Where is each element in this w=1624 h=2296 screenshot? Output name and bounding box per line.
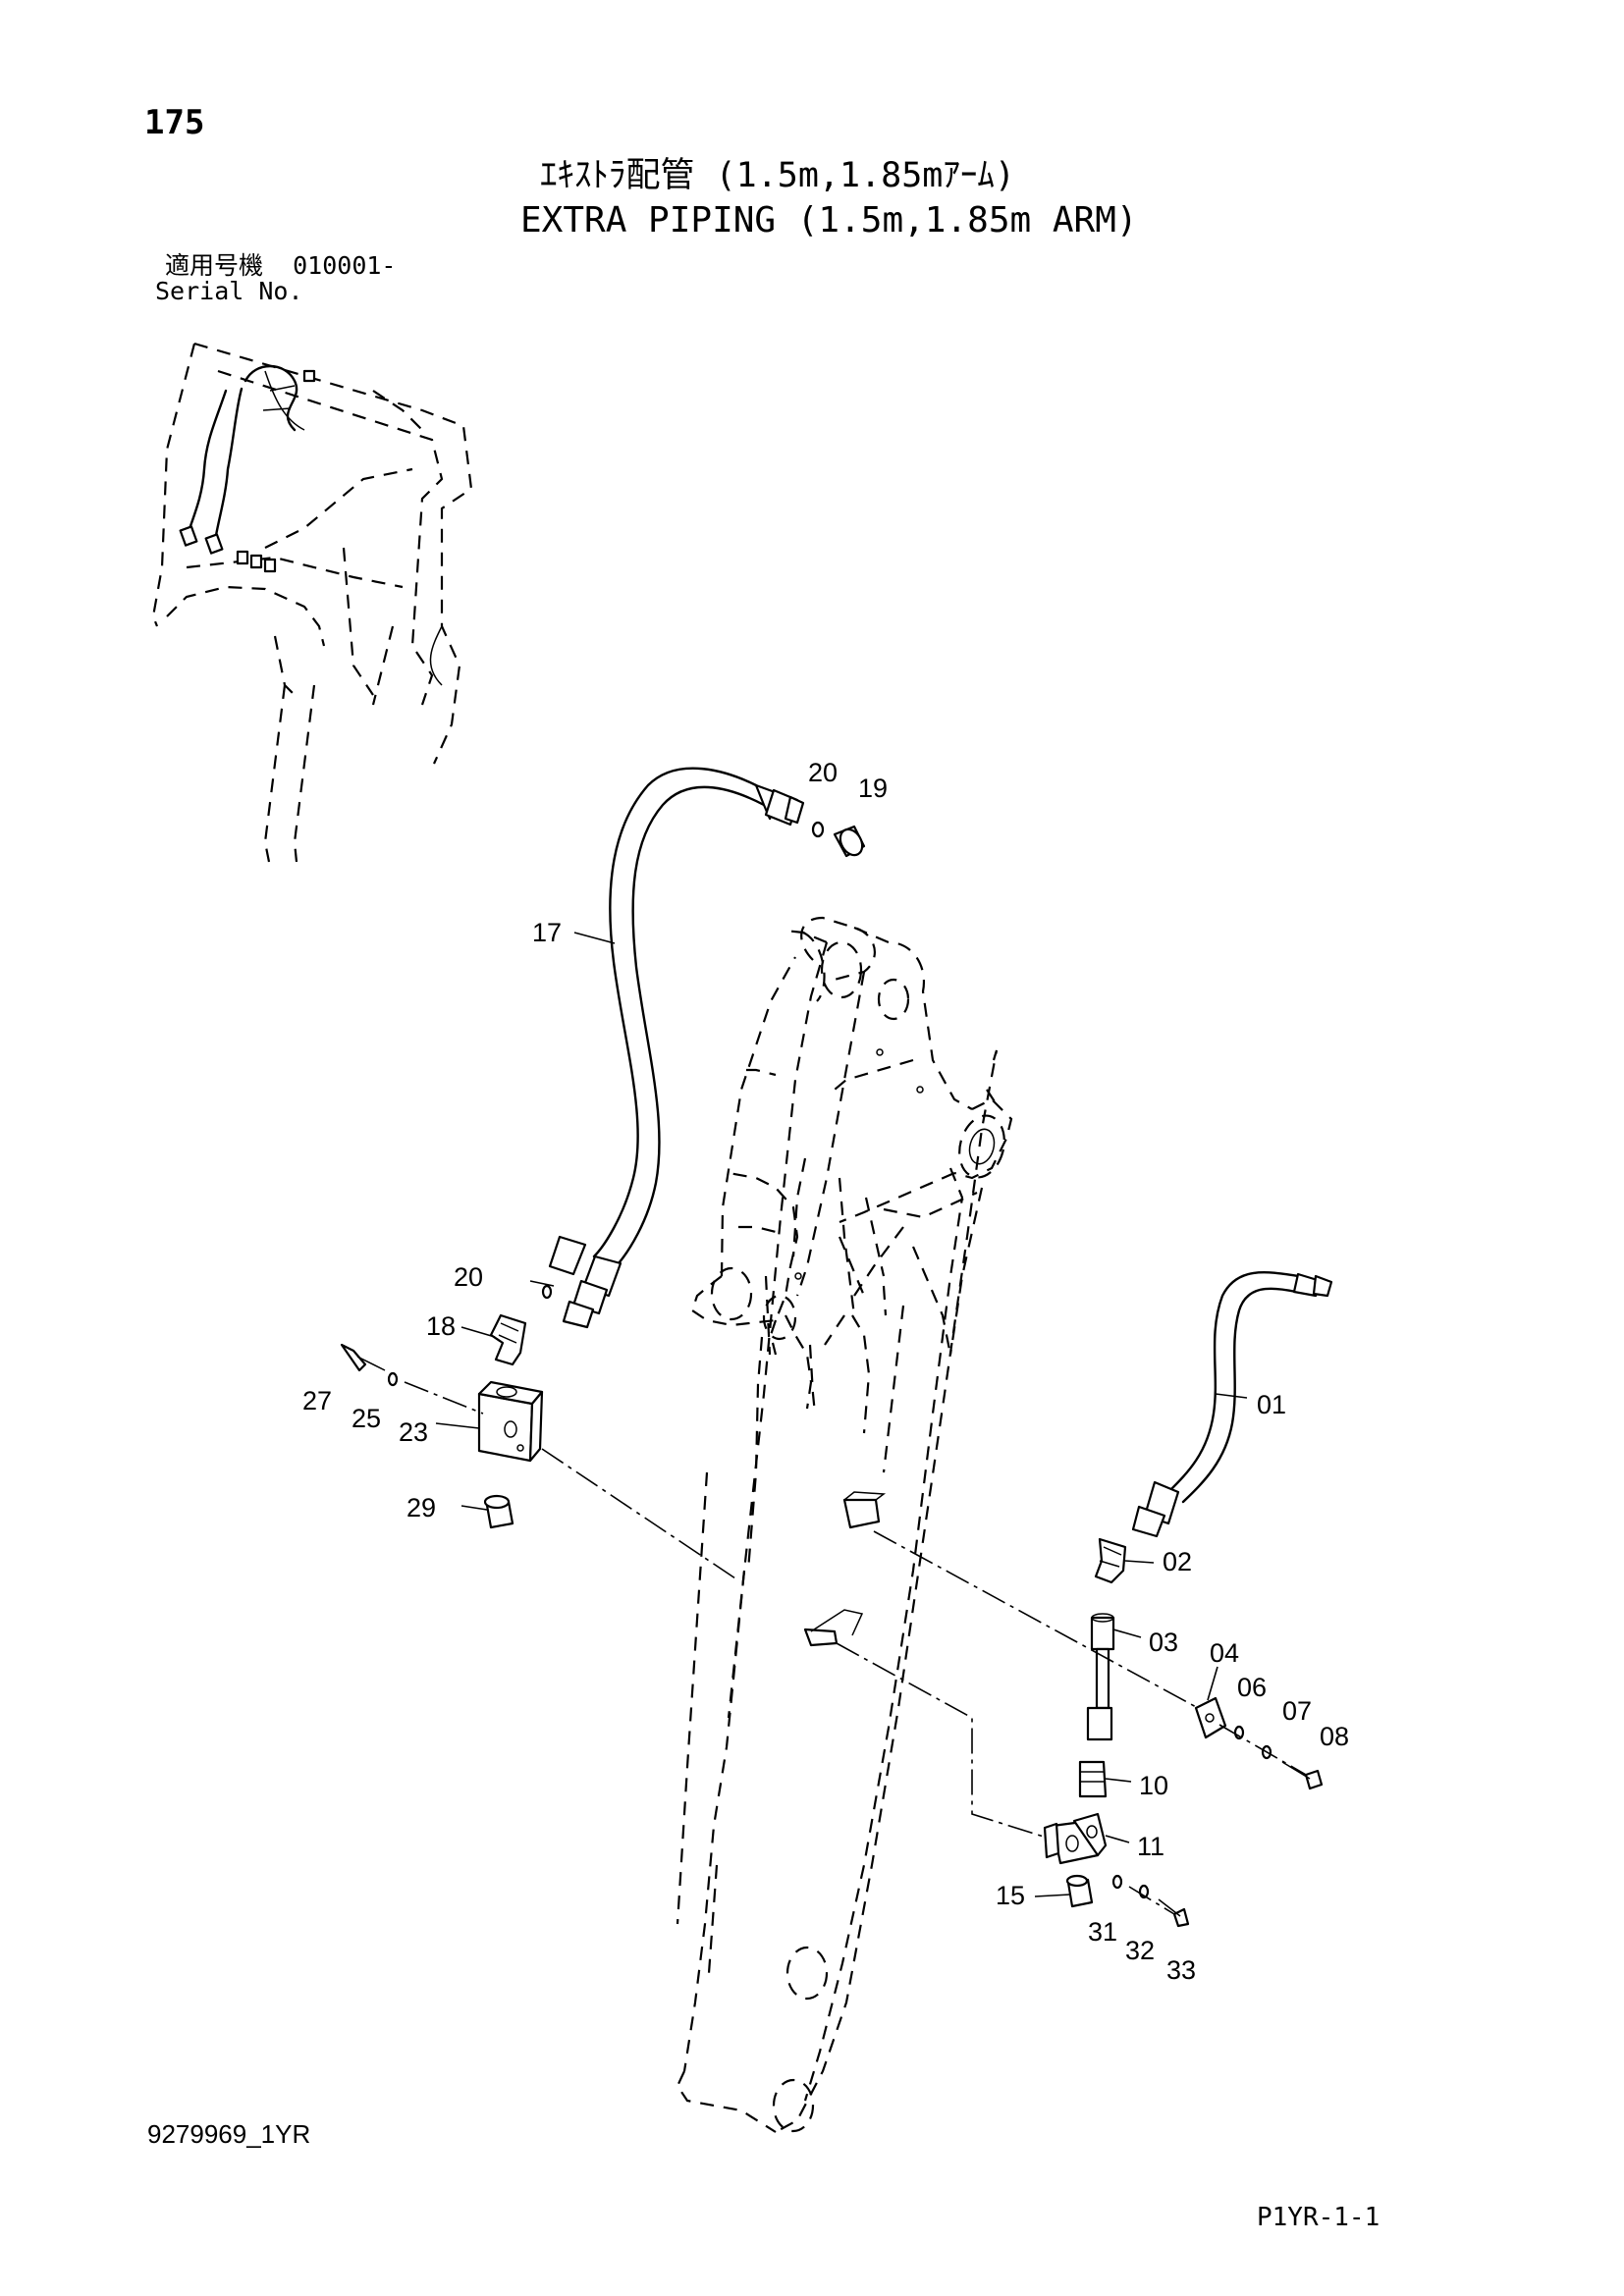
callout-29: 29: [406, 1493, 436, 1522]
title-english: EXTRA PIPING (1.5m,1.85m ARM): [520, 200, 1138, 240]
callout-04: 04: [1210, 1638, 1239, 1668]
connector-10: [1078, 1760, 1108, 1798]
overview-thumbnail: [151, 342, 473, 863]
pipe-03: [1086, 1613, 1115, 1741]
page-code: P1YR-1-1: [1257, 2203, 1380, 2232]
callout-31: 31: [1088, 1917, 1117, 1947]
callout-27: 27: [302, 1386, 332, 1415]
valve-11: [1043, 1812, 1108, 1865]
mounting-pad-upper: [842, 1491, 887, 1529]
bolt-08: [1281, 1761, 1324, 1790]
callout-25: 25: [352, 1404, 381, 1433]
callout-labels: 20 19 17 20 18 27 25 23 29 01 02 03 04 0…: [302, 758, 1349, 1985]
mounting-pad-lower: [803, 1609, 864, 1647]
elbow-02: [1094, 1537, 1127, 1584]
plug-19: [833, 825, 866, 858]
callout-06: 06: [1237, 1673, 1267, 1702]
elbow-18: [489, 1313, 527, 1366]
callout-03: 03: [1149, 1628, 1178, 1657]
bolt-33: [1158, 1898, 1190, 1928]
washer-25: [387, 1371, 399, 1387]
plug-15: [1065, 1874, 1094, 1908]
callout-02: 02: [1163, 1547, 1192, 1576]
serial-number-jp: 適用号機 010001-: [165, 253, 396, 278]
callout-33: 33: [1166, 1955, 1196, 1985]
callout-20-left: 20: [454, 1262, 483, 1292]
bolt-27: [340, 1343, 386, 1372]
callout-20-top: 20: [808, 758, 838, 787]
hose-17: [548, 767, 805, 1329]
clip-04: [1194, 1696, 1227, 1739]
callout-32: 32: [1125, 1936, 1155, 1965]
title-japanese: ｴｷｽﾄﾗ配管 (1.5m,1.85mｱｰﾑ): [540, 156, 1015, 195]
o-ring-20-top: [811, 821, 825, 838]
serial-label-jp: 適用号機: [165, 251, 264, 280]
leader-lines: [435, 932, 1248, 1897]
hose-01: [1131, 1271, 1333, 1538]
callout-15: 15: [996, 1881, 1025, 1910]
callout-08: 08: [1320, 1722, 1349, 1751]
callout-07: 07: [1282, 1696, 1312, 1726]
o-ring-20-left: [541, 1284, 553, 1300]
arm-top-bracket: [690, 916, 1013, 2133]
callout-01: 01: [1257, 1390, 1286, 1419]
washer-31: [1111, 1874, 1123, 1890]
block-23: [477, 1380, 544, 1463]
serial-label-en: Serial No.: [155, 277, 303, 305]
callout-18: 18: [426, 1311, 456, 1341]
plug-29: [483, 1494, 514, 1529]
serial-value: 010001-: [293, 251, 397, 280]
arm-body: [676, 929, 1001, 2133]
callout-10: 10: [1139, 1771, 1168, 1800]
assembly-lines: [404, 1381, 1307, 1915]
callout-23: 23: [399, 1417, 428, 1447]
callout-17: 17: [532, 918, 562, 947]
callout-19: 19: [858, 774, 888, 803]
callout-11: 11: [1137, 1832, 1164, 1861]
page-number: 175: [144, 103, 205, 142]
document-code: 9279969_1YR: [147, 2119, 311, 2149]
